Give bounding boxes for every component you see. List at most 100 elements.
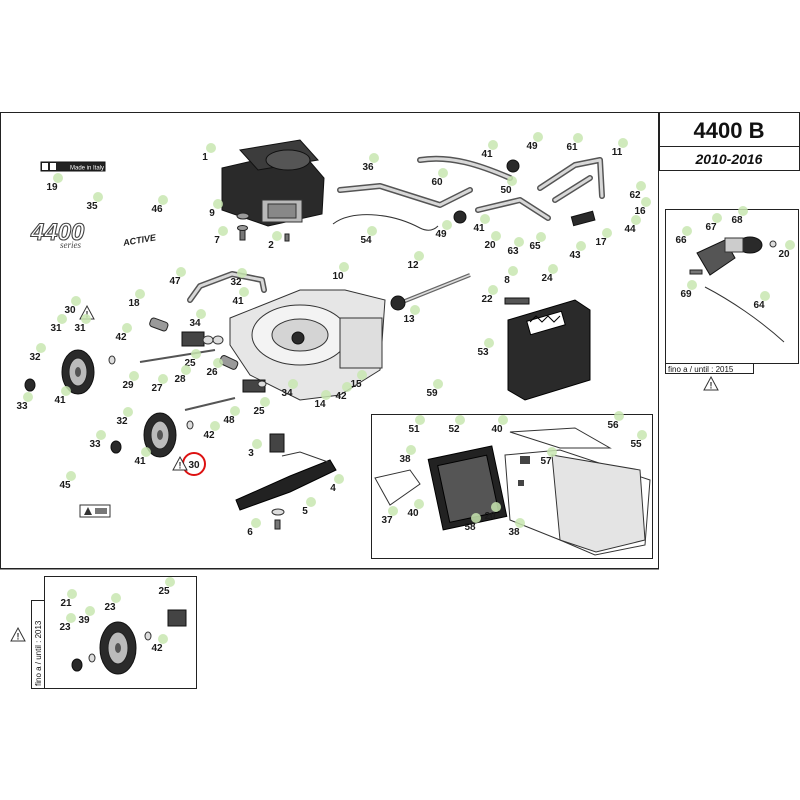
part-label-38[interactable]: 38 xyxy=(508,518,525,538)
part-label-21[interactable]: 21 xyxy=(60,589,77,609)
part-label-34[interactable]: 34 xyxy=(281,379,298,399)
part-label-25[interactable]: 25 xyxy=(184,349,201,369)
part-label-4[interactable]: 4 xyxy=(330,474,344,494)
part-label-7[interactable]: 7 xyxy=(214,226,228,246)
label-marker-dot xyxy=(410,305,420,315)
part-label-36[interactable]: 36 xyxy=(362,153,379,173)
part-number-text: 42 xyxy=(151,643,163,654)
part-label-39[interactable]: 39 xyxy=(78,606,95,626)
part-label-58[interactable]: 58 xyxy=(464,513,481,533)
part-label-32[interactable]: 32 xyxy=(116,407,133,427)
part-label-59[interactable]: 59 xyxy=(426,379,443,399)
part-label-37[interactable]: 37 xyxy=(381,506,398,526)
part-label-35[interactable]: 35 xyxy=(86,192,103,212)
part-label-43[interactable]: 43 xyxy=(569,241,586,261)
part-label-40[interactable]: 40 xyxy=(407,499,424,519)
part-label-38[interactable]: 38 xyxy=(399,445,416,465)
part-label-24[interactable]: 24 xyxy=(541,264,558,284)
part-label-22[interactable]: 22 xyxy=(481,285,498,305)
part-label-45[interactable]: 45 xyxy=(59,471,76,491)
part-label-19[interactable]: 19 xyxy=(46,173,63,193)
part-label-3[interactable]: 3 xyxy=(248,439,262,459)
part-label-32[interactable]: 32 xyxy=(230,268,247,288)
model-title: 4400 B xyxy=(694,118,765,143)
part-label-49[interactable]: 49 xyxy=(526,132,543,152)
part-label-29[interactable]: 29 xyxy=(122,371,139,391)
part-label-34[interactable]: 34 xyxy=(189,309,206,329)
engine-part xyxy=(221,139,325,227)
part-label-55[interactable]: 55 xyxy=(630,430,647,450)
part-label-56[interactable]: 56 xyxy=(607,411,624,431)
part-label-53[interactable]: 53 xyxy=(477,338,494,358)
part-number-text: 59 xyxy=(426,388,438,399)
part-label-32[interactable]: 32 xyxy=(29,343,46,363)
part-label-41[interactable]: 41 xyxy=(481,140,498,160)
label-marker-dot xyxy=(491,231,501,241)
part-label-33[interactable]: 33 xyxy=(16,392,33,412)
part-label-69[interactable]: 69 xyxy=(680,280,697,300)
part-label-41[interactable]: 41 xyxy=(473,214,490,234)
part-label-41[interactable]: 41 xyxy=(134,447,151,467)
part-label-52[interactable]: 52 xyxy=(448,415,465,435)
part-label-54[interactable]: 54 xyxy=(360,226,377,246)
part-label-51[interactable]: 51 xyxy=(408,415,425,435)
part-label-40[interactable]: 40 xyxy=(491,415,508,435)
part-label-31[interactable]: 31 xyxy=(50,314,67,334)
part-label-23[interactable]: 23 xyxy=(59,613,76,633)
part-label-60[interactable]: 60 xyxy=(431,168,448,188)
part-label-65[interactable]: 65 xyxy=(529,232,546,252)
part-label-1[interactable]: 1 xyxy=(202,143,216,163)
part-label-20[interactable]: 20 xyxy=(484,502,501,522)
part-label-31[interactable]: 31 xyxy=(74,314,91,334)
part-label-25[interactable]: 25 xyxy=(253,397,270,417)
part-label-42[interactable]: 42 xyxy=(203,421,220,441)
part-label-48[interactable]: 48 xyxy=(223,406,240,426)
part-label-28[interactable]: 28 xyxy=(174,365,191,385)
part-number-text: 43 xyxy=(569,250,581,261)
part-label-49[interactable]: 49 xyxy=(435,220,452,240)
part-label-6[interactable]: 6 xyxy=(247,518,261,538)
part-label-42[interactable]: 42 xyxy=(151,634,168,654)
part-label-16[interactable]: 16 xyxy=(634,197,651,217)
part-label-23[interactable]: 23 xyxy=(104,593,121,613)
part-label-5[interactable]: 5 xyxy=(302,497,316,517)
part-label-68[interactable]: 68 xyxy=(731,206,748,226)
part-label-41[interactable]: 41 xyxy=(54,386,71,406)
part-label-50[interactable]: 50 xyxy=(500,176,517,196)
part-label-8[interactable]: 8 xyxy=(504,266,518,286)
part-label-30[interactable]: 30 xyxy=(64,296,81,316)
part-label-44[interactable]: 44 xyxy=(624,215,641,235)
part-label-64[interactable]: 64 xyxy=(753,291,770,311)
label-marker-dot xyxy=(206,143,216,153)
part-label-46[interactable]: 46 xyxy=(151,195,168,215)
part-label-66[interactable]: 66 xyxy=(675,226,692,246)
part-label-27[interactable]: 27 xyxy=(151,374,168,394)
part-label-33[interactable]: 33 xyxy=(89,430,106,450)
part-label-42[interactable]: 42 xyxy=(115,323,132,343)
part-label-42[interactable]: 42 xyxy=(335,382,352,402)
part-label-10[interactable]: 10 xyxy=(332,262,349,282)
part-label-11[interactable]: 11 xyxy=(612,138,628,158)
part-label-25[interactable]: 25 xyxy=(158,577,175,597)
part-label-62[interactable]: 62 xyxy=(629,181,646,201)
part-number-text: 32 xyxy=(230,277,242,288)
part-number-text: 34 xyxy=(281,388,293,399)
part-label-41[interactable]: 41 xyxy=(232,287,249,307)
part-label-18[interactable]: 18 xyxy=(128,289,145,309)
part-label-67[interactable]: 67 xyxy=(705,213,722,233)
part-label-12[interactable]: 12 xyxy=(407,251,424,271)
part-label-17[interactable]: 17 xyxy=(595,228,612,248)
part-label-47[interactable]: 47 xyxy=(169,267,186,287)
part-label-57[interactable]: 57 xyxy=(540,447,557,467)
part-label-61[interactable]: 61 xyxy=(566,133,583,153)
part-label-15[interactable]: 15 xyxy=(350,370,367,390)
part-label-14[interactable]: 14 xyxy=(314,390,331,410)
part-label-9[interactable]: 9 xyxy=(209,199,223,219)
label-marker-dot xyxy=(53,173,63,183)
part-label-20[interactable]: 20 xyxy=(484,231,501,251)
part-label-2[interactable]: 2 xyxy=(268,231,282,251)
part-label-63[interactable]: 63 xyxy=(507,237,524,257)
part-label-20[interactable]: 20 xyxy=(778,240,795,260)
part-label-26[interactable]: 26 xyxy=(206,358,223,378)
part-label-13[interactable]: 13 xyxy=(403,305,420,325)
